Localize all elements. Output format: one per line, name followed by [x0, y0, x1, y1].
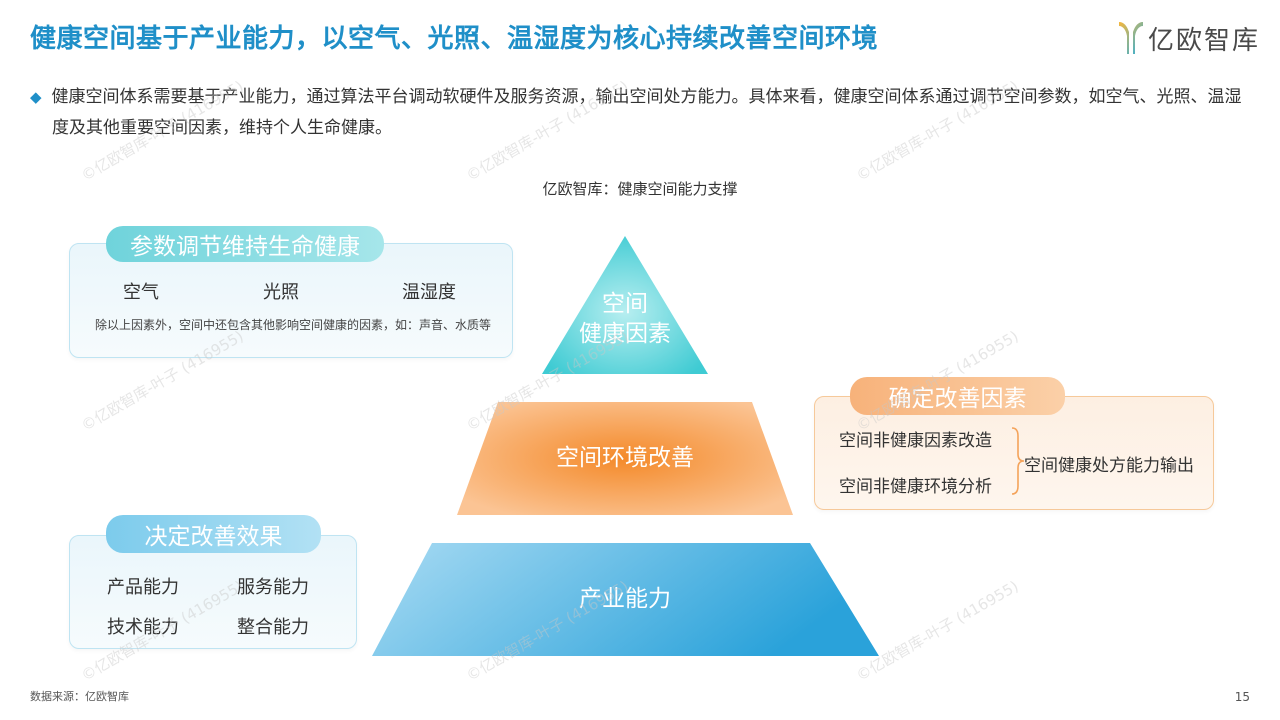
- effect-item-product: 产品能力: [107, 577, 179, 598]
- effect-item-service: 服务能力: [237, 577, 309, 598]
- param-item-light: 光照: [263, 282, 299, 303]
- pyramid-top-tier: [542, 236, 708, 374]
- improve-card-title: 确定改善因素: [850, 377, 1065, 415]
- effect-item-integration: 整合能力: [237, 617, 309, 638]
- logo-mark-icon: [1119, 22, 1143, 54]
- pyramid-middle-tier: [457, 402, 793, 515]
- improve-item-analysis: 空间非健康环境分析: [839, 477, 992, 497]
- params-card-title: 参数调节维持生命健康: [106, 226, 384, 262]
- curly-brace-icon: [1011, 427, 1025, 495]
- params-note: 除以上因素外，空间中还包含其他影响空间健康的因素，如：声音、水质等: [95, 318, 492, 332]
- pyramid-bottom-tier: [372, 543, 879, 656]
- param-item-air: 空气: [123, 282, 159, 303]
- improve-output: 空间健康处方能力输出: [1024, 456, 1194, 476]
- page-number: 15: [1234, 690, 1250, 704]
- brand-logo: 亿欧智库: [1118, 18, 1260, 58]
- pyramid-top-label: 空间 健康因素: [545, 289, 705, 349]
- pyramid-middle-label: 空间环境改善: [556, 445, 694, 471]
- pyramid-bottom-label: 产业能力: [579, 586, 671, 612]
- summary: ◆ 健康空间体系需要基于产业能力，通过算法平台调动软硬件及服务资源，输出空间处方能…: [30, 82, 1255, 144]
- param-item-temp-humidity: 温湿度: [402, 282, 456, 303]
- page-title: 健康空间基于产业能力，以空气、光照、温湿度为核心持续改善空间环境: [30, 24, 879, 54]
- effect-item-technology: 技术能力: [107, 617, 179, 638]
- summary-text: 健康空间体系需要基于产业能力，通过算法平台调动软硬件及服务资源，输出空间处方能力…: [51, 87, 1242, 138]
- improve-card: [814, 396, 1214, 510]
- diagram-caption: 亿欧智库：健康空间能力支撑: [542, 180, 738, 198]
- pyramid-top-line1: 空间: [602, 291, 648, 317]
- diamond-bullet-icon: ◆: [30, 88, 42, 106]
- data-source: 数据来源：亿欧智库: [30, 690, 129, 703]
- effect-card-title: 决定改善效果: [106, 515, 321, 553]
- effect-card: [69, 535, 357, 649]
- pyramid-top-line2: 健康因素: [579, 321, 671, 347]
- improve-item-renovation: 空间非健康因素改造: [839, 431, 992, 451]
- logo-text: 亿欧智库: [1148, 25, 1261, 56]
- params-card: [69, 243, 513, 358]
